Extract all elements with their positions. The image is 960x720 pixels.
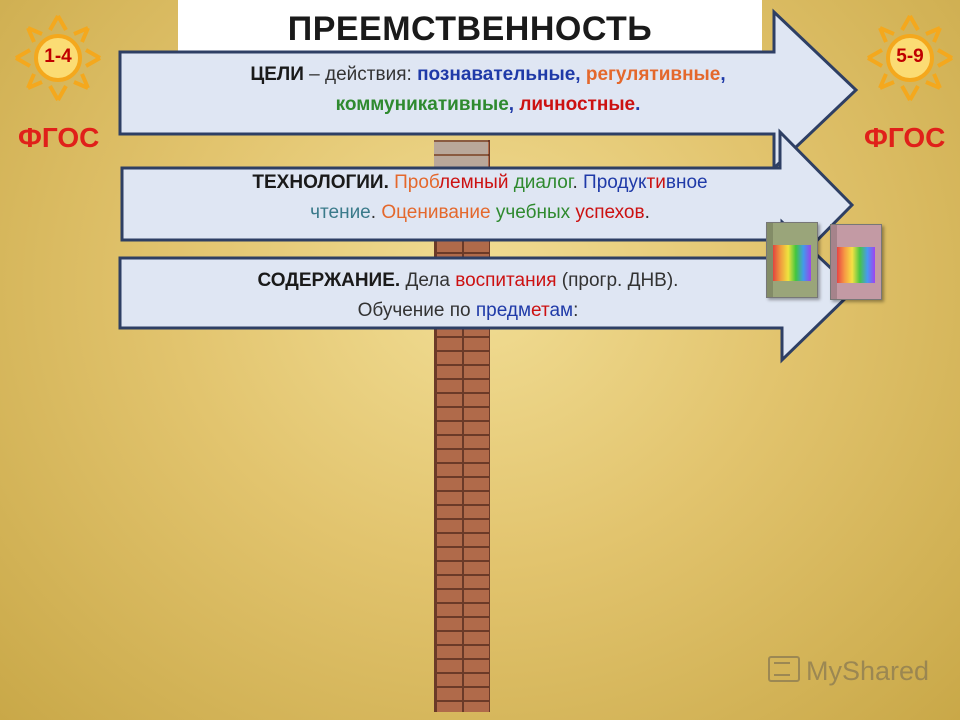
goal-regulatory: регулятивные [585, 64, 721, 85]
textbook-icon [830, 224, 882, 300]
watermark: MyShared [768, 656, 929, 687]
right-fgos-label: ФГОС [864, 122, 946, 153]
left-fgos-label: ФГОС [18, 122, 100, 153]
goal-communicative: коммуникативные [335, 94, 509, 115]
sun-icon [867, 15, 953, 101]
technologies-heading: ТЕХНОЛОГИИ. [252, 172, 389, 193]
content-heading: СОДЕРЖАНИЕ. [257, 270, 401, 291]
page-title: ПРЕЕМСТВЕННОСТЬ [178, 0, 762, 58]
sun-icon-right: 5-9 [866, 14, 954, 102]
technologies-arrow: ТЕХНОЛОГИИ. Проблемный диалог. Продуктив… [120, 128, 856, 282]
right-grade-label: 5-9 [896, 46, 924, 67]
goal-personal: личностные [519, 94, 636, 115]
sun-icon-left: 1-4 [14, 14, 102, 102]
goal-cognitive: познавательные [417, 64, 576, 85]
left-grade-label: 1-4 [44, 46, 72, 67]
goals-heading: ЦЕЛИ [250, 64, 304, 85]
textbook-icon [766, 222, 818, 298]
goals-arrow: ЦЕЛИ – действия: познавательные, регулят… [118, 8, 860, 172]
watermark-text: MyShared [806, 656, 930, 686]
myshared-logo-icon [768, 656, 800, 682]
sun-icon [15, 15, 101, 101]
goals-arrow-shape [118, 8, 859, 172]
content-arrow: СОДЕРЖАНИЕ. Дела воспитания (прогр. ДНВ)… [118, 218, 858, 364]
brick-wall-top [434, 140, 488, 170]
goals-lead: действия: [325, 64, 418, 85]
